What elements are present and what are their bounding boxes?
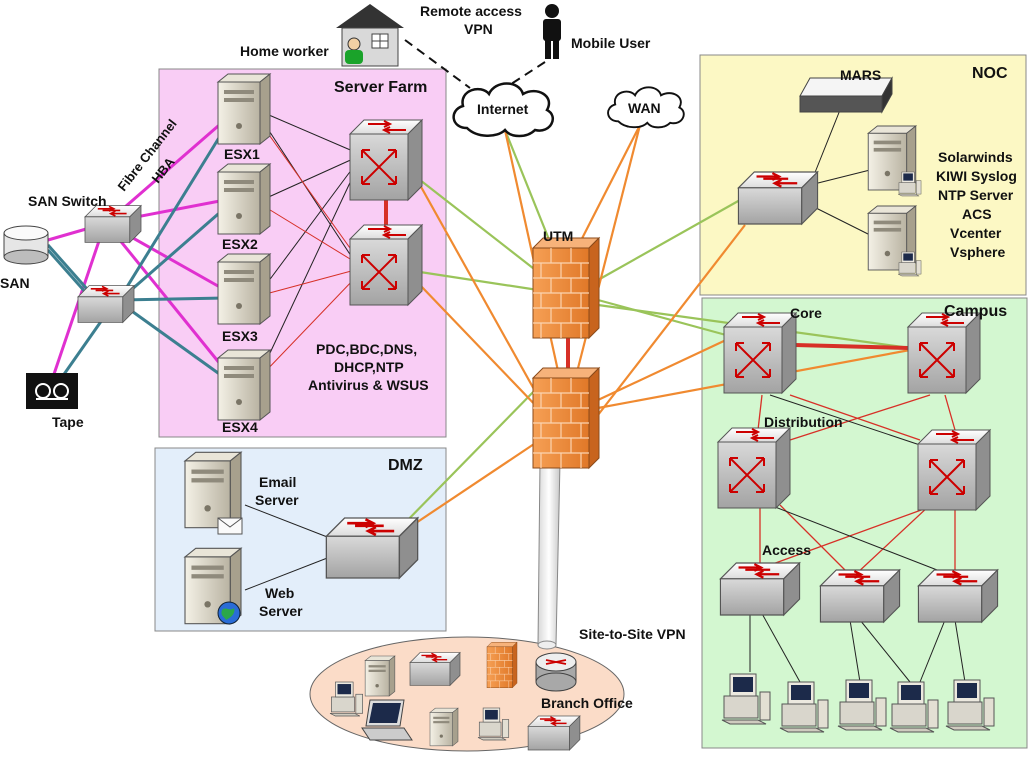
web-server-label-line2: Server [259, 603, 303, 619]
distribution-switch-right-icon [917, 429, 991, 511]
access-label: Access [762, 542, 811, 558]
internet-label: Internet [477, 101, 529, 117]
branch-firewall-icon [486, 641, 518, 689]
campus-title: Campus [944, 303, 1007, 320]
services-label-line2: DHCP,NTP [334, 359, 404, 375]
access-switch-1-icon [719, 561, 801, 617]
san-label: SAN [0, 275, 30, 291]
services-label-line3: Antivirus & WSUS [308, 377, 429, 393]
distribution-switch-left-icon [717, 427, 791, 509]
mars-label: MARS [840, 67, 881, 83]
home-worker-house-icon [336, 4, 404, 67]
branch-laptop-icon [361, 699, 413, 741]
services-label-line1: PDC,BDC,DNS, [316, 341, 417, 357]
mars-appliance-icon [799, 76, 893, 114]
dmz-title: DMZ [388, 457, 423, 474]
esx1-label: ESX1 [224, 146, 260, 162]
web-server-label-line1: Web [265, 585, 294, 601]
core-switch-right-icon [907, 312, 981, 394]
remote-access-label: Remote access [420, 3, 522, 19]
email-server-icon [184, 451, 242, 529]
san-storage-icon [3, 225, 49, 265]
core-label: Core [790, 305, 822, 321]
site-to-site-vpn-tunnel [537, 457, 561, 650]
noc-service-solarwinds: Solarwinds [938, 149, 1013, 165]
core-switch-left-icon [723, 312, 797, 394]
noc-service-acs: ACS [962, 206, 992, 222]
tape-drive-icon [26, 373, 78, 409]
esx4-server-icon [217, 349, 271, 421]
envelope-icon [217, 517, 243, 535]
access-switch-3-icon [917, 568, 999, 624]
utm-label: UTM [543, 228, 573, 244]
mobile-user-icon [543, 4, 561, 59]
branch-office-label: Branch Office [541, 695, 633, 711]
noc-service-kiwi: KIWI Syslog [936, 168, 1017, 184]
noc-service-ntp: NTP Server [938, 187, 1014, 203]
esx3-server-icon [217, 253, 271, 325]
san-switch-top-icon [84, 204, 142, 244]
branch-server-2-icon [429, 707, 459, 747]
server-farm-switch-top-icon [349, 119, 423, 201]
distribution-label: Distribution [764, 414, 843, 430]
branch-server-1-icon [364, 655, 396, 697]
access-switch-2-icon [819, 568, 901, 624]
wan-label: WAN [628, 100, 661, 116]
noc-title: NOC [972, 65, 1008, 82]
esx3-label: ESX3 [222, 328, 258, 344]
branch-router-icon [535, 652, 577, 692]
globe-icon [217, 601, 241, 625]
email-server-label-line2: Server [255, 492, 299, 508]
mobile-user-label: Mobile User [571, 35, 651, 51]
san-switch-label: SAN Switch [28, 193, 107, 209]
server-farm-title: Server Farm [334, 79, 427, 96]
home-worker-label: Home worker [240, 43, 329, 59]
branch-switch-1-icon [409, 651, 461, 687]
esx4-label: ESX4 [222, 419, 258, 435]
server-farm-switch-bottom-icon [349, 224, 423, 306]
email-server-label-line1: Email [259, 474, 296, 490]
branch-switch-2-icon [527, 715, 581, 751]
esx1-server-icon [217, 73, 271, 145]
esx2-label: ESX2 [222, 236, 258, 252]
site-to-site-vpn-label: Site-to-Site VPN [579, 626, 686, 642]
san-switch-bottom-icon [77, 284, 135, 324]
noc-switch-icon [737, 170, 819, 226]
noc-service-vsphere: Vsphere [950, 244, 1005, 260]
utm-firewall-bottom-icon [532, 367, 600, 469]
noc-service-vcenter: Vcenter [950, 225, 1002, 241]
esx2-server-icon [217, 163, 271, 235]
dmz-switch-icon [325, 516, 419, 580]
utm-firewall-top-icon [532, 237, 600, 339]
vpn-label: VPN [464, 21, 493, 37]
tape-label: Tape [52, 414, 84, 430]
